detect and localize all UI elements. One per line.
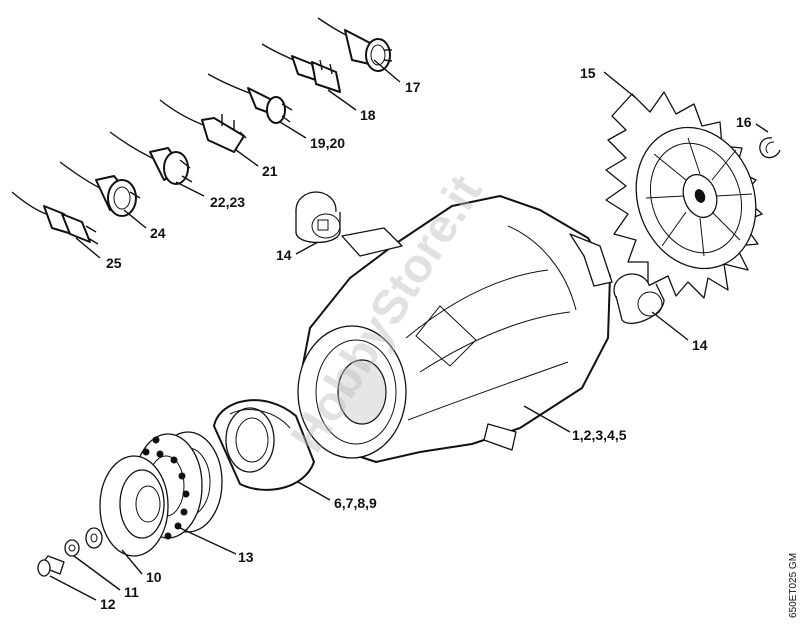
callout-labels: 17 18 19,20 21 22,23 24 25 15 16 14 14 1…	[100, 65, 752, 612]
callout-11: 11	[124, 584, 139, 600]
leader-lines	[49, 59, 769, 601]
carbon-brush-upper	[295, 191, 341, 244]
plug-18	[261, 43, 341, 93]
callout-24: 24	[150, 225, 166, 241]
plug-17	[317, 17, 393, 72]
callout-15: 15	[580, 65, 596, 81]
circlip	[759, 137, 781, 159]
callout-21: 21	[262, 163, 278, 179]
callout-14-upper: 14	[276, 247, 292, 263]
callout-10: 10	[146, 569, 162, 585]
callout-1-5: 1,2,3,4,5	[572, 427, 627, 443]
callout-12: 12	[100, 596, 116, 612]
callout-14-lower: 14	[692, 337, 708, 353]
callout-17: 17	[405, 79, 421, 95]
plug-21	[159, 99, 247, 153]
screw	[37, 555, 65, 577]
bearing-shroud	[213, 399, 315, 491]
callout-18: 18	[360, 107, 376, 123]
fan	[605, 91, 763, 299]
bearing-washer	[99, 455, 169, 557]
callout-25: 25	[106, 255, 122, 271]
callout-16: 16	[736, 114, 752, 130]
motor-housing	[297, 195, 613, 463]
carbon-brush-lower	[613, 273, 665, 324]
callout-6-9: 6,7,8,9	[334, 495, 377, 511]
callout-22-23: 22,23	[210, 194, 245, 210]
plug-22-23	[109, 131, 193, 185]
spring-washer	[64, 539, 80, 557]
callout-19-20: 19,20	[310, 135, 345, 151]
small-washer	[85, 527, 103, 549]
callout-13: 13	[238, 549, 254, 565]
plug-25	[11, 191, 99, 245]
plug-19-20	[207, 73, 293, 124]
plug-24	[59, 161, 141, 217]
drawing-reference: 650ET025 GM	[788, 553, 799, 618]
